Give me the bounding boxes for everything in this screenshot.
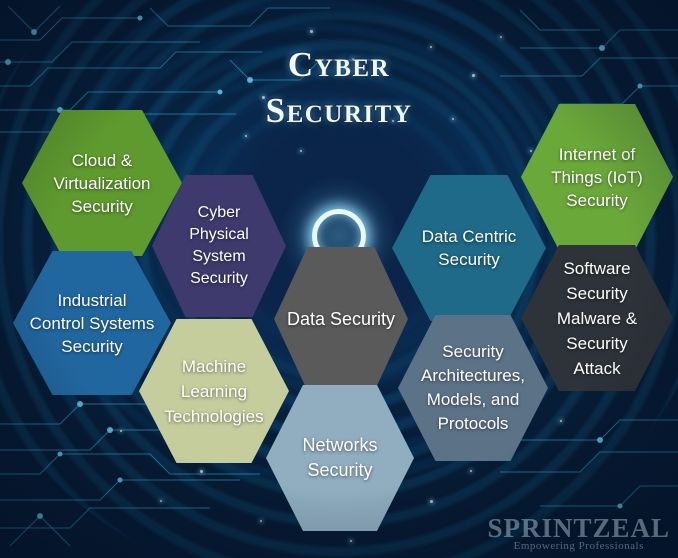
infographic-canvas: Cyber Security Cloud & Virtualization Se… [0, 0, 678, 558]
vignette-overlay [0, 0, 678, 558]
